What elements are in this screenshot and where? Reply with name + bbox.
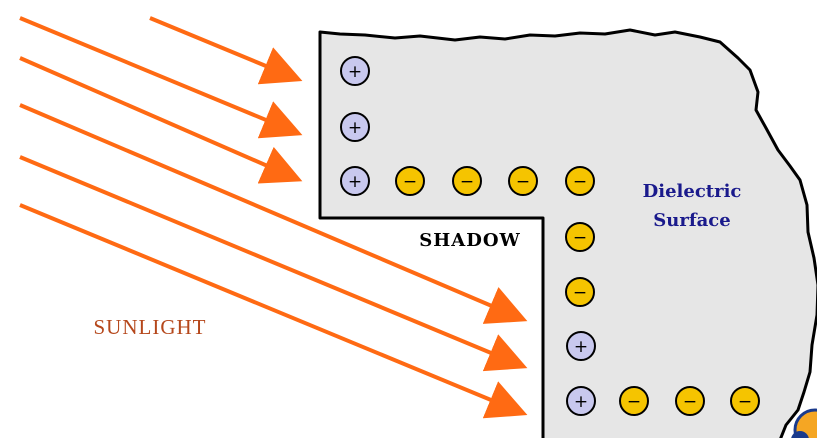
negative-charge: −: [395, 166, 425, 196]
sunlight-ray-6: [19, 203, 528, 419]
dielectric-label-line-2: Surface: [653, 210, 730, 231]
svg-text:−: −: [573, 283, 587, 303]
svg-text:−: −: [683, 392, 697, 412]
svg-text:−: −: [738, 392, 752, 412]
svg-text:−: −: [403, 172, 417, 192]
svg-text:−: −: [516, 172, 530, 192]
negative-charge: −: [452, 166, 482, 196]
positive-charge: +: [566, 386, 596, 416]
negative-charge: −: [508, 166, 538, 196]
negative-charge: −: [730, 386, 760, 416]
negative-charge: −: [565, 277, 595, 307]
svg-text:−: −: [627, 392, 641, 412]
positive-charge: +: [340, 112, 370, 142]
shadow-label: SHADOW: [419, 230, 520, 251]
negative-charges: − − − − − − − −: [395, 166, 760, 416]
sunlight-ray-5: [19, 155, 528, 372]
svg-text:+: +: [348, 172, 362, 192]
sunlight-ray-1: [149, 16, 303, 85]
sunlight-ray-2: [19, 16, 303, 139]
svg-text:+: +: [574, 337, 588, 357]
negative-charge: −: [565, 166, 595, 196]
corner-globe-icon: [791, 408, 817, 438]
negative-charge: −: [675, 386, 705, 416]
sunlight-rays: [19, 16, 528, 419]
positive-charge: +: [340, 166, 370, 196]
positive-charge: +: [566, 331, 596, 361]
sunlight-ray-3: [19, 56, 303, 184]
positive-charges: + + + + +: [340, 56, 596, 416]
svg-text:−: −: [573, 228, 587, 248]
svg-text:+: +: [348, 118, 362, 138]
svg-text:−: −: [460, 172, 474, 192]
positive-charge: +: [340, 56, 370, 86]
sunlight-label: SUNLIGHT: [94, 315, 207, 339]
svg-text:−: −: [573, 172, 587, 192]
svg-text:+: +: [348, 62, 362, 82]
negative-charge: −: [619, 386, 649, 416]
svg-text:+: +: [574, 392, 588, 412]
dielectric-label-line-1: Dielectric: [643, 181, 742, 202]
negative-charge: −: [565, 222, 595, 252]
sunlight-ray-4: [19, 103, 528, 324]
